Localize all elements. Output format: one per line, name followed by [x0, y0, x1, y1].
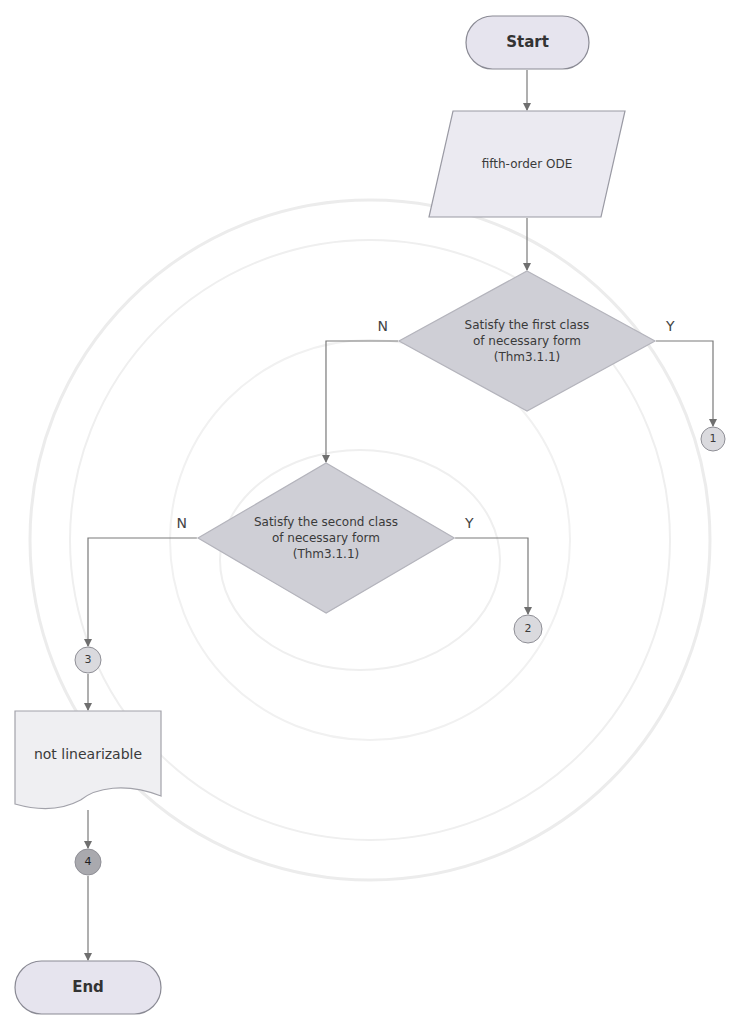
flow-connector: [455, 538, 528, 614]
connector-circle: 3: [74, 646, 102, 674]
connector-circle: 1: [700, 426, 726, 452]
node-text: Satisfy the second class of necessary fo…: [251, 514, 401, 563]
flow-connector: [87, 674, 88, 710]
flow-connector: [526, 70, 527, 110]
flow-connector: [526, 218, 527, 270]
connector-circle: 4: [74, 848, 102, 876]
terminal-start: Start: [465, 15, 590, 70]
node-text: 2: [525, 622, 532, 637]
decision-diamond: Satisfy the second class of necessary fo…: [197, 462, 455, 614]
branch-label: N: [376, 318, 390, 335]
output-document: not linearizable: [14, 710, 162, 810]
terminal-end: End: [14, 960, 162, 1015]
branch-label: N: [174, 515, 188, 532]
flow-connector: [656, 341, 713, 426]
node-text: Start: [506, 32, 549, 52]
node-text: Satisfy the first class of necessary for…: [457, 317, 597, 366]
decision-diamond: Satisfy the first class of necessary for…: [398, 270, 656, 412]
input-box: fifth-order ODE: [428, 110, 626, 218]
node-text: End: [72, 977, 104, 997]
flow-connector: [87, 810, 88, 848]
branch-label: Y: [664, 318, 677, 335]
flow-connector: [87, 876, 88, 960]
branch-label: Y: [463, 515, 476, 532]
flow-connector: [326, 341, 398, 462]
node-text: 1: [710, 432, 717, 447]
node-text: not linearizable: [34, 745, 142, 764]
node-text: 4: [85, 855, 92, 870]
connector-circle: 2: [513, 614, 543, 644]
node-text: 3: [85, 653, 92, 668]
node-text: fifth-order ODE: [482, 156, 573, 172]
flow-connector: [88, 538, 197, 646]
